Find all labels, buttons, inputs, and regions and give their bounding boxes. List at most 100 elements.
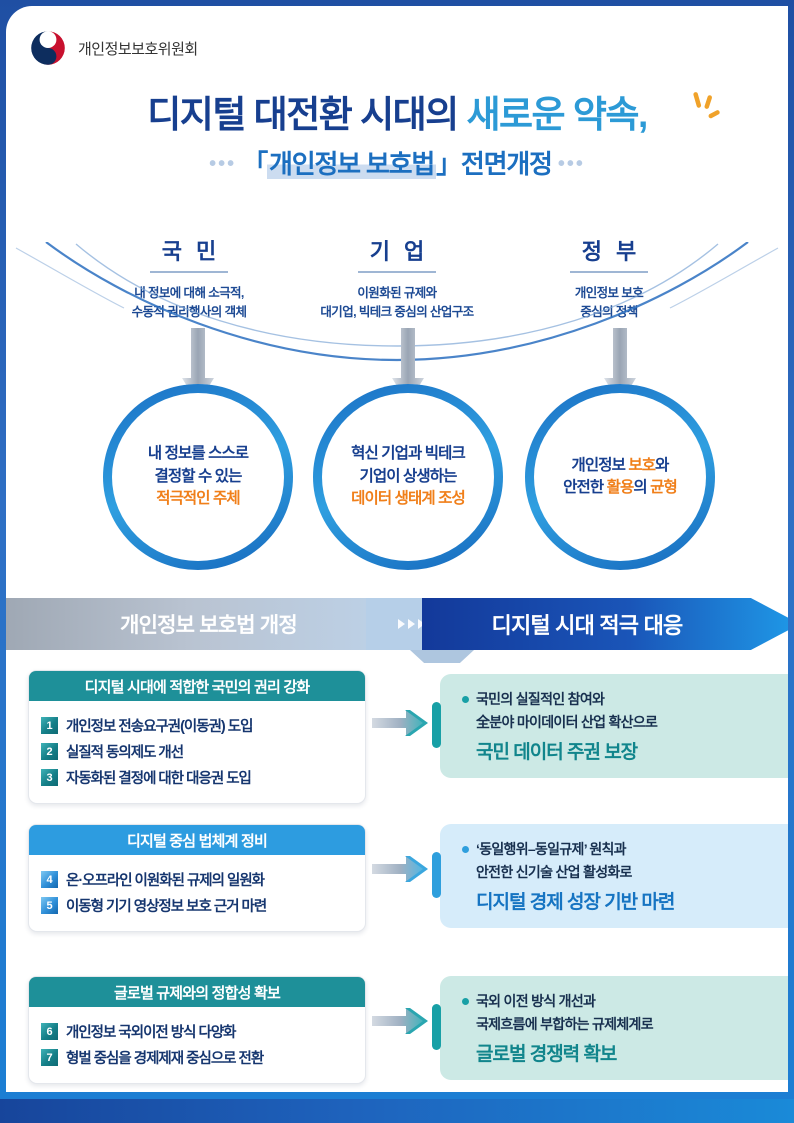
- result-accent-bar: [432, 702, 441, 748]
- result-line-1: 국외 이전 방식 개선과: [462, 990, 788, 1013]
- card-items: 1 개인정보 전송요구권(이동권) 도입 2 실질적 동의제도 개선 3 자동화…: [29, 701, 365, 803]
- circle-line1: 내 정보를 스스로: [147, 445, 249, 463]
- list-item[interactable]: 4 온·오프라인 이원화된 규제의 일원화: [41, 869, 355, 890]
- circle-accent-1: 보호: [628, 456, 656, 474]
- list-item[interactable]: 3 자동화된 결정에 대한 대응권 도입: [41, 767, 355, 788]
- gov-header: 개인정보보호위원회: [28, 28, 198, 68]
- banner-right-shape: [422, 598, 788, 650]
- list-item[interactable]: 1 개인정보 전송요구권(이동권) 도입: [41, 715, 355, 736]
- result-box-2: ‘동일행위–동일규제’ 원칙과 안전한 신기술 산업 활성화로 디지털 경제 성…: [432, 824, 788, 929]
- list-item[interactable]: 2 실질적 동의제도 개선: [41, 741, 355, 762]
- column-government: 정 부 개인정보 보호 중심의 정책: [484, 234, 734, 322]
- list-item[interactable]: 5 이동형 기기 영상정보 보호 근거 마련: [41, 895, 355, 916]
- item-label: 형벌 중심을 경제제재 중심으로 전환: [66, 1051, 264, 1067]
- result-line-2: 안전한 신기술 산업 활성화로: [476, 863, 632, 880]
- content-sheet: 개인정보보호위원회 디지털 대전환 시대의 새로운 약속, ••• 「개인정보 …: [6, 6, 788, 1092]
- circle-business: 혁신 기업과 빅테크 기업이 상생하는 데이터 생태계 조성: [313, 384, 503, 570]
- title-bracket-open: 「: [242, 149, 268, 180]
- banner-law-revision: 개인정보 보호법 개정: [6, 598, 411, 650]
- triangle-icon: [397, 619, 405, 629]
- result-conclusion: 국민 데이터 주권 보장: [476, 742, 638, 764]
- circle-line2: 결정할 수 있는: [154, 467, 243, 485]
- banner-right-label: 디지털 시대 적극 대응: [491, 613, 684, 638]
- measures-card-3: 글로벌 규제와의 정합성 확보 6 개인정보 국외이전 방식 다양화 7 형벌 …: [28, 976, 366, 1084]
- bottom-bar: [0, 1099, 794, 1123]
- column-title: 정 부: [569, 234, 649, 273]
- title-line-1: 디지털 대전환 시대의 새로운 약속,: [6, 94, 788, 135]
- right-arrow-icon: [372, 856, 428, 882]
- item-number-badge: 4: [41, 871, 58, 888]
- measures-card-1: 디지털 시대에 적합한 국민의 권리 강화 1 개인정보 전송요구권(이동권) …: [28, 670, 366, 804]
- result-line-1: ‘동일행위–동일규제’ 원칙과: [462, 838, 788, 861]
- column-desc: 개인정보 보호 중심의 정책: [484, 284, 734, 322]
- result-line-2: 국제흐름에 부합하는 규제체계로: [476, 1015, 654, 1032]
- result-box-3: 국외 이전 방식 개선과 국제흐름에 부합하는 규제체계로 글로벌 경쟁력 확보: [432, 976, 788, 1081]
- circle-line1: 개인정보 보호와: [563, 455, 677, 477]
- circle-government: 개인정보 보호와 안전한 활용의 균형: [525, 384, 715, 570]
- item-number-badge: 3: [41, 769, 58, 786]
- circle-text: 내 정보를 스스로 결정할 수 있는 적극적인 주체: [147, 443, 249, 510]
- item-number-badge: 2: [41, 743, 58, 760]
- agency-name: 개인정보보호위원회: [78, 40, 198, 58]
- item-number-badge: 1: [41, 717, 58, 734]
- triangle-icon: [407, 619, 415, 629]
- triangle-icon: [417, 619, 425, 629]
- result-box-1: 국민의 실질적인 참여와 全분야 마이데이터 산업 확산으로 국민 데이터 주권…: [432, 674, 788, 779]
- circle-text: 혁신 기업과 빅테크 기업이 상생하는 데이터 생태계 조성: [351, 443, 466, 510]
- column-title: 국 민: [149, 234, 229, 273]
- result-conclusion: 글로벌 경쟁력 확보: [476, 1044, 617, 1066]
- banner-left-label: 개인정보 보호법 개정: [120, 614, 298, 637]
- measures-card-2: 디지털 중심 법체계 정비 4 온·오프라인 이원화된 규제의 일원화 5 이동…: [28, 824, 366, 932]
- title-line2-post: 」전면개정: [436, 149, 553, 180]
- item-number-badge: 7: [41, 1049, 58, 1066]
- result-accent-bar: [432, 852, 441, 898]
- result-line-1: 국민의 실질적인 참여와: [462, 688, 788, 711]
- card-title: 글로벌 규제와의 정합성 확보: [29, 977, 365, 1007]
- dots-left: •••: [209, 153, 237, 176]
- circle-text: 개인정보 보호와 안전한 활용의 균형: [563, 455, 678, 500]
- result-conclusion: 디지털 경제 성장 기반 마련: [476, 892, 675, 914]
- item-label: 개인정보 국외이전 방식 다양화: [66, 1025, 237, 1041]
- outcome-circles: 내 정보를 스스로 결정할 수 있는 적극적인 주체 혁신 기업과 빅테크 기업…: [6, 384, 788, 574]
- title-block: 디지털 대전환 시대의 새로운 약속, ••• 「개인정보 보호법」전면개정 •…: [6, 94, 788, 181]
- item-number-badge: 5: [41, 897, 58, 914]
- title-law-name: 개인정보 보호법: [267, 149, 437, 180]
- circle-line2-b: 의: [633, 479, 651, 496]
- circle-accent: 데이터 생태계 조성: [351, 490, 466, 508]
- item-label: 이동형 기기 영상정보 보호 근거 마련: [66, 899, 267, 915]
- title-line1-light: 새로운 약속,: [466, 94, 648, 135]
- circle-citizens: 내 정보를 스스로 결정할 수 있는 적극적인 주체: [103, 384, 293, 570]
- banner-digital-response: 디지털 시대 적극 대응: [422, 598, 788, 650]
- column-desc-line2: 중심의 정책: [580, 304, 638, 319]
- circle-accent-3: 균형: [650, 479, 678, 496]
- column-title: 기 업: [357, 234, 437, 273]
- item-label: 자동화된 결정에 대한 대응권 도입: [66, 771, 252, 787]
- circle-line2: 기업이 상생하는: [359, 467, 458, 485]
- item-label: 온·오프라인 이원화된 규제의 일원화: [66, 873, 265, 889]
- circle-line2: 안전한 활용의 균형: [563, 477, 678, 499]
- list-item[interactable]: 6 개인정보 국외이전 방식 다양화: [41, 1021, 355, 1042]
- circle-line2-a: 안전한: [563, 479, 607, 496]
- circle-line1: 혁신 기업과 빅테크: [351, 445, 466, 463]
- dots-right: •••: [557, 153, 585, 176]
- column-desc-line1: 개인정보 보호: [574, 286, 644, 300]
- banner-tab-decoration: [410, 650, 474, 663]
- circle-accent: 적극적인 주체: [156, 490, 240, 508]
- item-number-badge: 6: [41, 1023, 58, 1040]
- list-item[interactable]: 7 형벌 중심을 경제제재 중심으로 전환: [41, 1047, 355, 1068]
- card-title: 디지털 시대에 적합한 국민의 권리 강화: [29, 671, 365, 701]
- taeguk-icon: [31, 31, 65, 65]
- card-items: 4 온·오프라인 이원화된 규제의 일원화 5 이동형 기기 영상정보 보호 근…: [29, 855, 365, 931]
- circle-line1-b: 와: [655, 456, 669, 474]
- title-line-2: ••• 「개인정보 보호법」전면개정 •••: [6, 144, 788, 181]
- card-items: 6 개인정보 국외이전 방식 다양화 7 형벌 중심을 경제제재 중심으로 전환: [29, 1007, 365, 1083]
- card-title: 디지털 중심 법체계 정비: [29, 825, 365, 855]
- circle-accent-2: 활용: [606, 479, 635, 496]
- title-line1-dark: 디지털 대전환 시대의: [147, 94, 459, 135]
- right-arrow-icon: [372, 710, 428, 736]
- item-label: 실질적 동의제도 개선: [66, 745, 184, 761]
- result-line-2: 全분야 마이데이터 산업 확산으로: [476, 713, 658, 730]
- item-label: 개인정보 전송요구권(이동권) 도입: [66, 719, 253, 735]
- section-banners: 개인정보 보호법 개정 디지털 시대 적극 대응: [6, 598, 788, 650]
- sparkle-icon: [693, 92, 720, 119]
